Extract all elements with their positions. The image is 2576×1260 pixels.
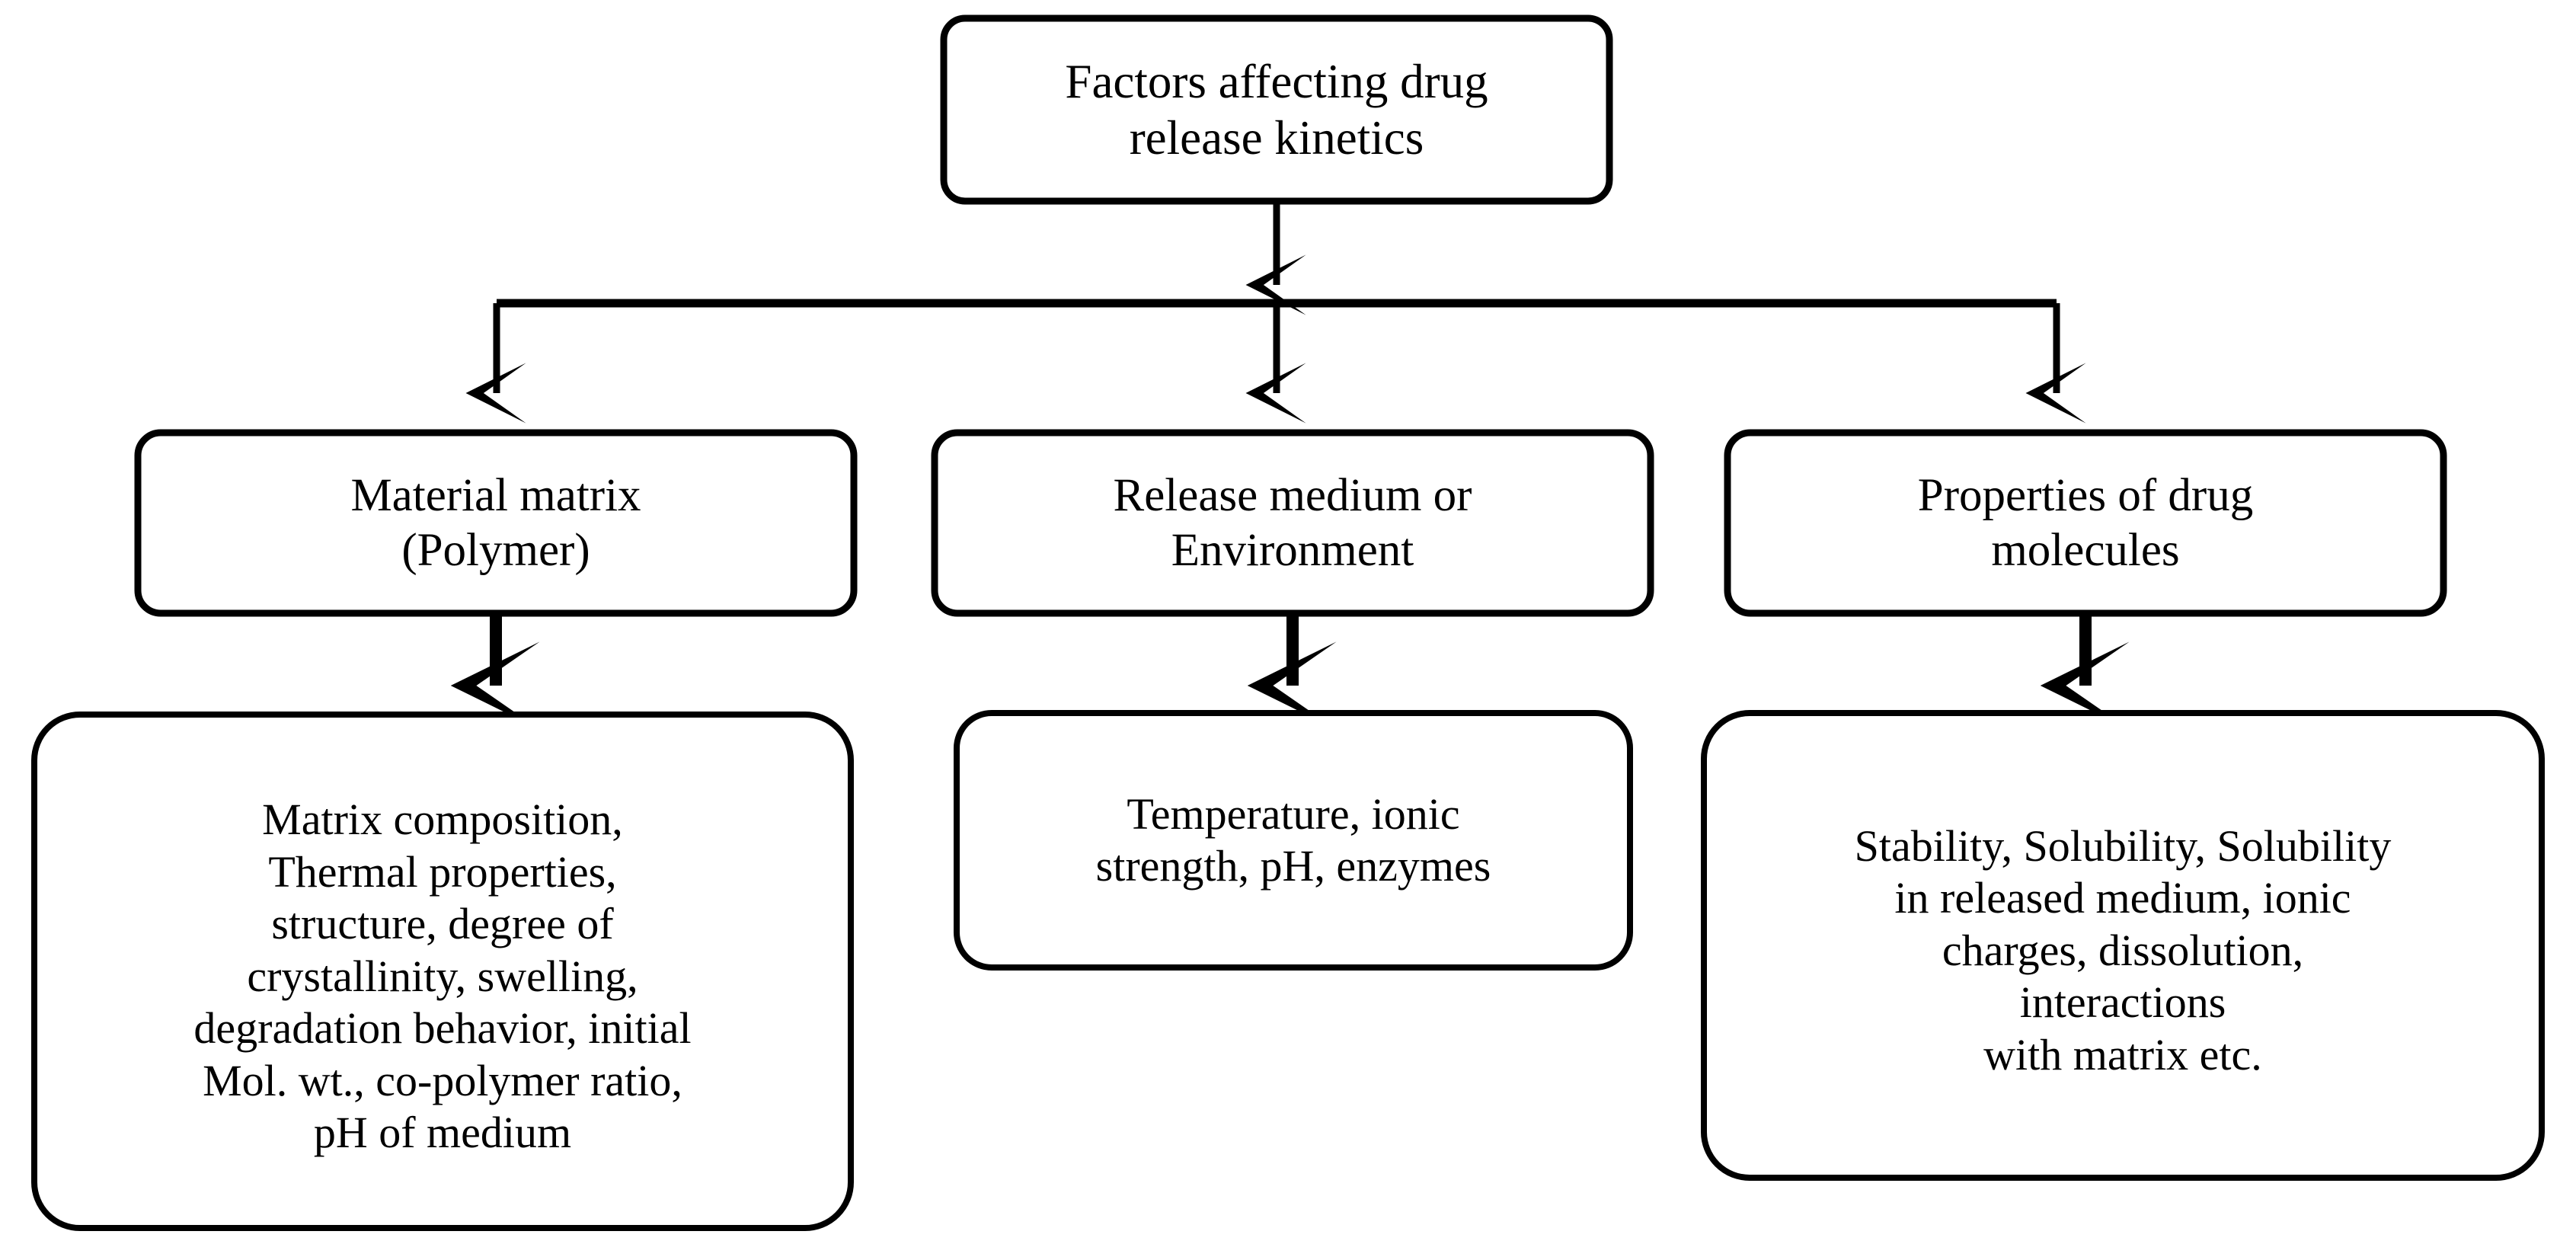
node-release-medium[interactable] bbox=[935, 433, 1651, 613]
node-material-matrix-details-shape[interactable] bbox=[31, 712, 854, 1231]
node-drug-properties-shape[interactable] bbox=[1724, 429, 2447, 617]
node-release-medium-details-shape[interactable] bbox=[954, 710, 1633, 971]
node-drug-properties[interactable] bbox=[1727, 433, 2443, 613]
node-release-medium-shape[interactable] bbox=[931, 429, 1654, 617]
node-root-shape[interactable] bbox=[940, 14, 1613, 205]
node-root[interactable] bbox=[944, 18, 1609, 201]
node-drug-properties-details[interactable] bbox=[1704, 713, 2542, 1178]
node-material-matrix-details[interactable] bbox=[34, 715, 851, 1228]
node-material-matrix-shape[interactable] bbox=[134, 429, 858, 617]
node-drug-properties-details-shape[interactable] bbox=[1701, 710, 2545, 1181]
node-release-medium-details[interactable] bbox=[957, 713, 1630, 967]
node-material-matrix[interactable] bbox=[138, 433, 854, 613]
